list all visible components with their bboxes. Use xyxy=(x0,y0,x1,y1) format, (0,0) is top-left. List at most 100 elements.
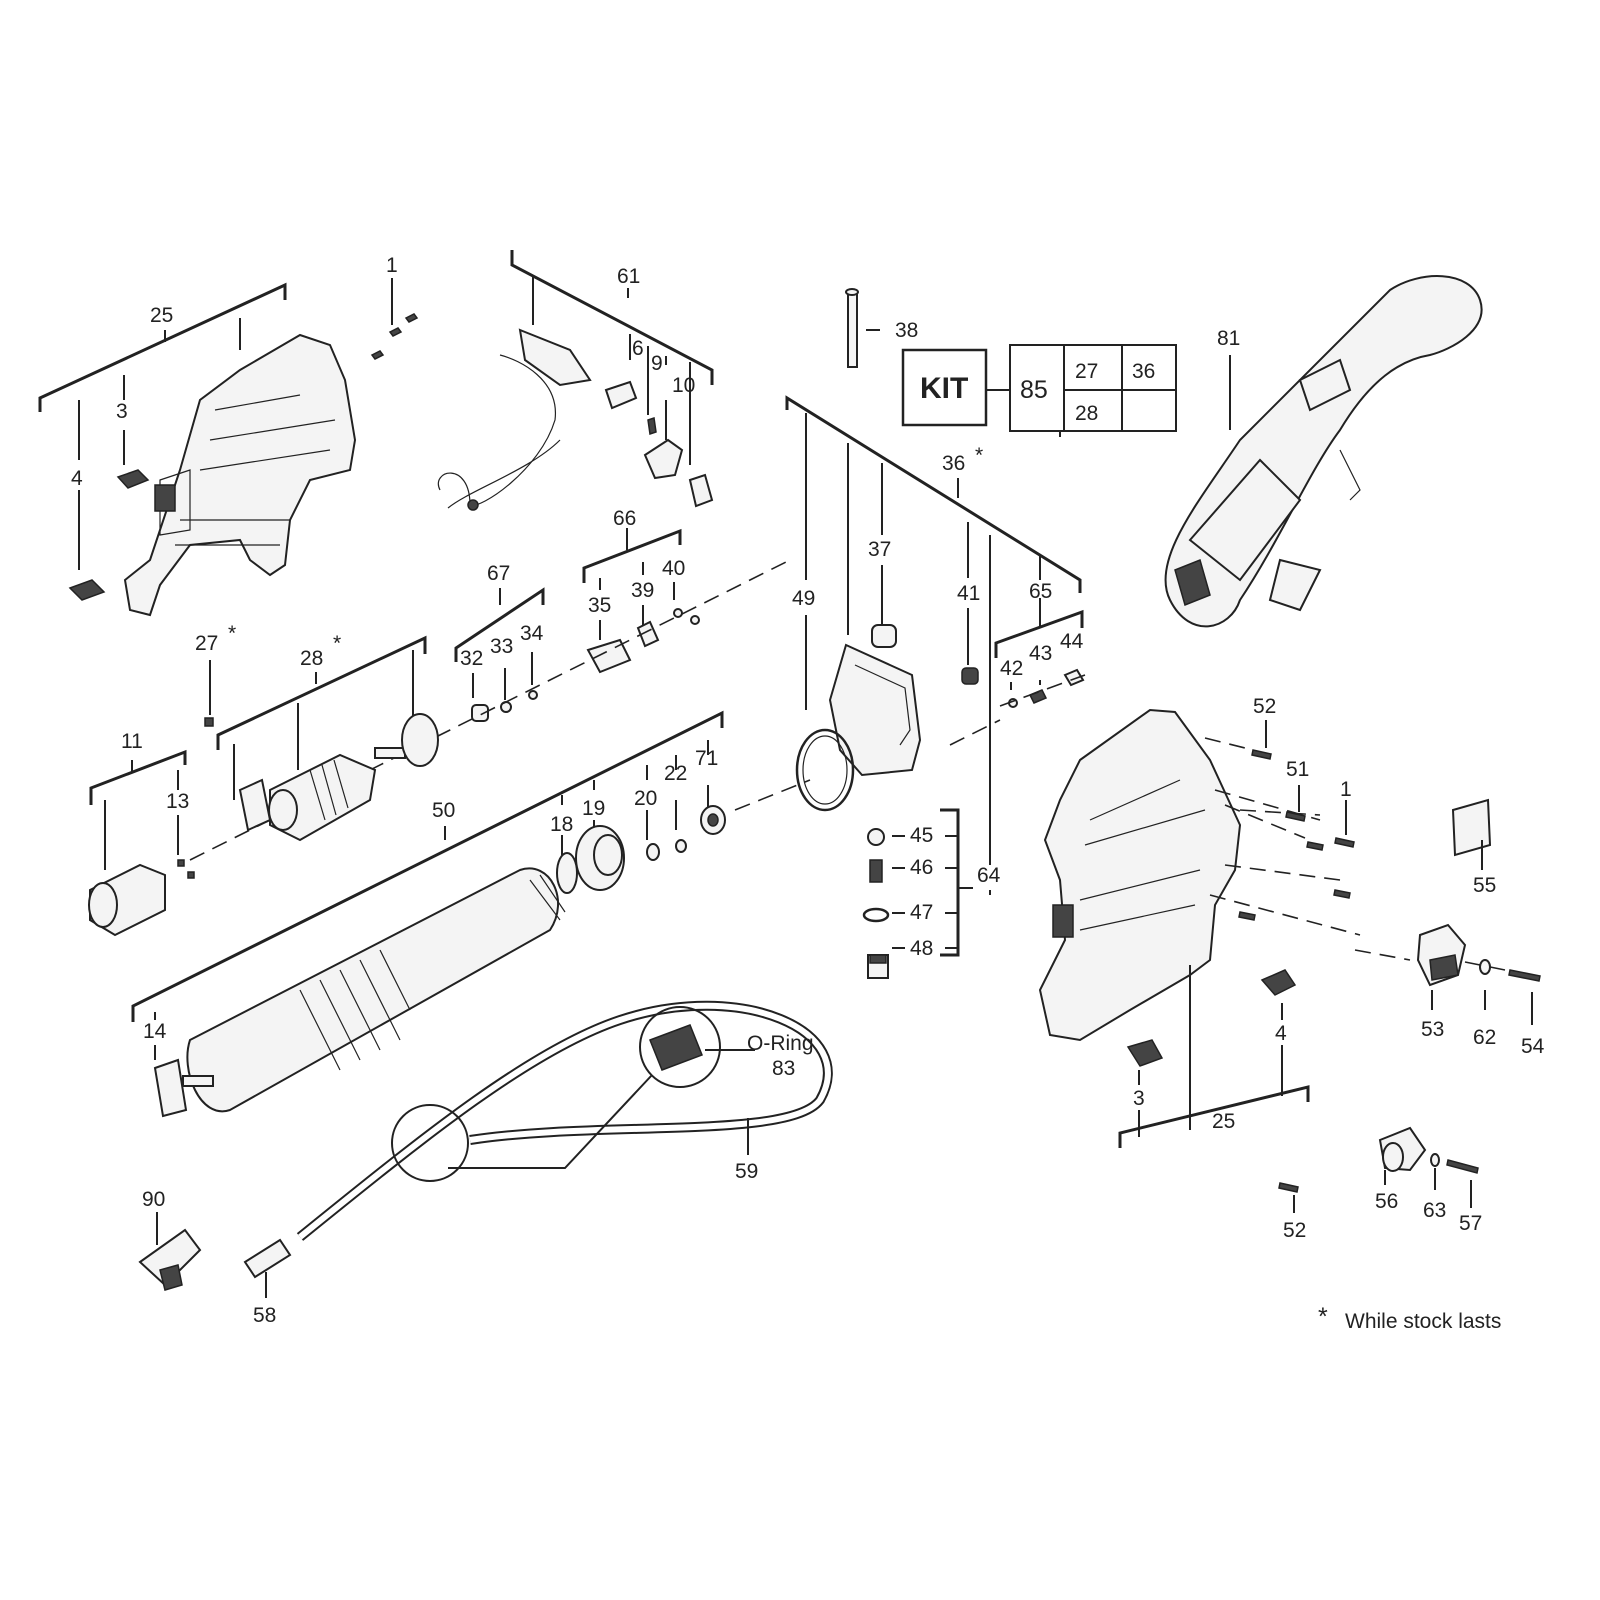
coupler-90 xyxy=(138,1228,202,1291)
callout-90: 90 xyxy=(142,1188,165,1211)
clip-34 xyxy=(528,690,538,700)
callout-81: 81 xyxy=(1217,327,1240,350)
callout-63: 63 xyxy=(1423,1199,1446,1222)
washer-22 xyxy=(675,839,687,853)
spring-part-9 xyxy=(647,417,657,435)
washer-62 xyxy=(1479,959,1491,975)
screw-52-bottom xyxy=(1278,1182,1299,1193)
callout-34: 34 xyxy=(520,622,544,645)
callout-19: 19 xyxy=(582,797,605,820)
callout-44: 44 xyxy=(1060,630,1084,653)
callout-4-right: 4 xyxy=(1275,1022,1287,1045)
callout-45: 45 xyxy=(910,824,933,847)
callout-48: 48 xyxy=(910,937,933,960)
kit-part-1: 27 xyxy=(1075,360,1098,383)
kit-number: 85 xyxy=(1020,376,1048,404)
callout-4-top: 4 xyxy=(71,467,83,490)
motor-can-11 xyxy=(88,863,166,937)
o-ring-label: O-Ring xyxy=(747,1032,814,1055)
callout-10: 10 xyxy=(672,374,695,397)
swivel-56 xyxy=(1378,1126,1427,1172)
callout-59: 59 xyxy=(735,1160,758,1183)
spring-46 xyxy=(869,859,883,883)
seal-71 xyxy=(700,805,726,835)
washer-33 xyxy=(500,701,512,713)
kit-table: KIT 85 27 36 28 xyxy=(901,344,1177,437)
piston-19 xyxy=(575,825,625,891)
callout-46: 46 xyxy=(910,856,933,879)
screws-13 xyxy=(177,859,195,879)
callout-55: 55 xyxy=(1473,874,1496,897)
screw-52-top xyxy=(1251,749,1272,760)
trigger-part-10 xyxy=(643,438,714,508)
callout-20: 20 xyxy=(634,787,657,810)
callout-40: 40 xyxy=(662,557,685,580)
kit-part-3: 28 xyxy=(1075,402,1098,425)
callout-38: 38 xyxy=(895,319,918,342)
nozzle-58 xyxy=(243,1238,292,1279)
right-housing-bumper-4 xyxy=(1260,969,1297,996)
kit-title: KIT xyxy=(920,372,968,405)
callout-58: 58 xyxy=(253,1304,276,1327)
left-housing-half xyxy=(123,333,357,617)
switch-part-6 xyxy=(604,380,638,410)
screw-57 xyxy=(1446,1159,1479,1174)
callout-52-bottom: 52 xyxy=(1283,1219,1306,1242)
gear-link-35 xyxy=(586,638,632,674)
callout-67: 67 xyxy=(487,562,510,585)
kit-part-2: 36 xyxy=(1132,360,1155,383)
callout-50: 50 xyxy=(432,799,455,822)
callout-6: 6 xyxy=(632,337,644,360)
callout-61: 61 xyxy=(617,265,640,288)
callout-18: 18 xyxy=(550,813,573,836)
callout-11: 11 xyxy=(121,730,143,753)
callout-52-top: 52 xyxy=(1253,695,1276,718)
callout-22: 22 xyxy=(664,762,687,785)
bushing-41 xyxy=(961,667,979,685)
callout-83: 83 xyxy=(772,1057,795,1080)
callout-28-asterisk: * xyxy=(333,632,341,655)
callout-71: 71 xyxy=(695,747,718,770)
washer-63 xyxy=(1430,1153,1440,1167)
callout-13: 13 xyxy=(166,790,189,813)
screws-1-top xyxy=(370,313,419,360)
callout-66: 66 xyxy=(613,507,636,530)
o-ring-49 xyxy=(795,728,855,812)
screw-27 xyxy=(204,717,214,727)
callout-32: 32 xyxy=(460,647,483,670)
callout-51: 51 xyxy=(1286,758,1309,781)
grease-hose-59 xyxy=(296,1000,833,1241)
footnote-asterisk: * xyxy=(1318,1303,1328,1331)
left-housing-bumper-4 xyxy=(68,579,106,601)
hook-53 xyxy=(1416,923,1467,987)
callout-3-top: 3 xyxy=(116,400,128,423)
callout-56: 56 xyxy=(1375,1190,1398,1213)
callout-39: 39 xyxy=(631,579,654,602)
screw-1-right xyxy=(1334,837,1355,848)
callout-36-asterisk: * xyxy=(975,444,983,467)
label-plate-55 xyxy=(1451,798,1492,857)
callout-53: 53 xyxy=(1421,1018,1444,1041)
callout-27: 27 xyxy=(195,632,218,655)
callout-41: 41 xyxy=(957,582,980,605)
pin-38 xyxy=(845,288,859,368)
left-housing-bumper-3 xyxy=(116,469,150,489)
washer-47 xyxy=(862,907,890,923)
callout-47: 47 xyxy=(910,901,933,924)
callout-62: 62 xyxy=(1473,1026,1496,1049)
callout-14: 14 xyxy=(143,1020,167,1043)
callout-25-top: 25 xyxy=(150,304,173,327)
pump-housing-37 xyxy=(828,624,922,777)
callout-49: 49 xyxy=(792,587,815,610)
callout-27-asterisk: * xyxy=(228,622,236,645)
callout-25-right: 25 xyxy=(1212,1110,1235,1133)
callout-37: 37 xyxy=(868,538,891,561)
right-housing-half xyxy=(1038,708,1242,1042)
callout-43: 43 xyxy=(1029,642,1052,665)
plug-48 xyxy=(867,954,889,979)
callout-1-right: 1 xyxy=(1340,778,1352,801)
plunger-14 xyxy=(153,1058,214,1118)
callout-28: 28 xyxy=(300,647,323,670)
screws-housing xyxy=(1238,841,1351,921)
